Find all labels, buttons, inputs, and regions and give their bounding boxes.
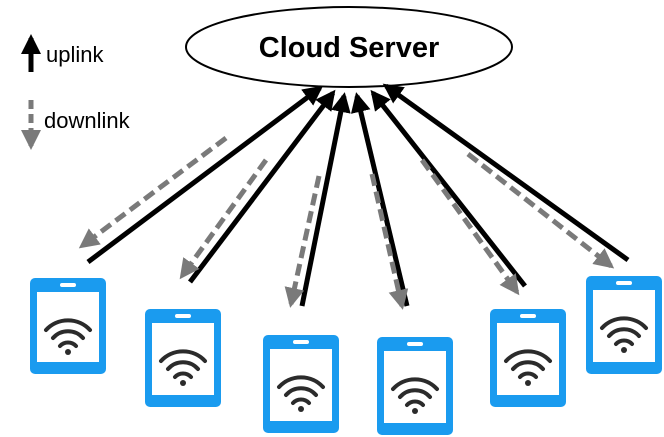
devices — [30, 276, 662, 435]
wifi-icon — [504, 349, 552, 386]
downlink-arrow — [78, 136, 228, 249]
uplink-arrow — [382, 83, 630, 263]
uplink-arrow — [299, 92, 351, 307]
uplink-arrows — [86, 83, 630, 307]
downlink-arrow — [284, 175, 322, 308]
device-tablet — [586, 276, 662, 374]
downlink-arrow — [419, 158, 520, 296]
device-tablet — [490, 309, 566, 407]
cloud-server: Cloud Server — [185, 6, 513, 88]
legend-downlink-label: downlink — [44, 108, 131, 133]
downlink-arrow — [179, 158, 269, 280]
uplink-arrow — [350, 92, 410, 307]
wifi-icon — [44, 318, 92, 355]
wifi-icon — [159, 349, 207, 386]
device-tablet — [263, 335, 339, 433]
device-tablet — [145, 309, 221, 407]
wifi-icon — [600, 316, 648, 353]
cloud-server-label: Cloud Server — [259, 32, 440, 64]
downlink-arrow — [369, 173, 409, 310]
wifi-icon — [277, 375, 325, 412]
uplink-arrow — [188, 89, 336, 284]
downlink-arrows — [78, 136, 615, 310]
uplink-arrow — [370, 89, 527, 288]
downlink-arrow — [466, 152, 615, 269]
uplink-arrow — [86, 85, 324, 264]
legend-uplink-label: uplink — [46, 42, 104, 67]
device-tablet — [30, 278, 106, 374]
legend: uplink downlink — [21, 34, 131, 150]
cloud-server-ellipse — [185, 6, 513, 88]
device-tablet — [377, 337, 453, 435]
wifi-icon — [391, 377, 439, 414]
